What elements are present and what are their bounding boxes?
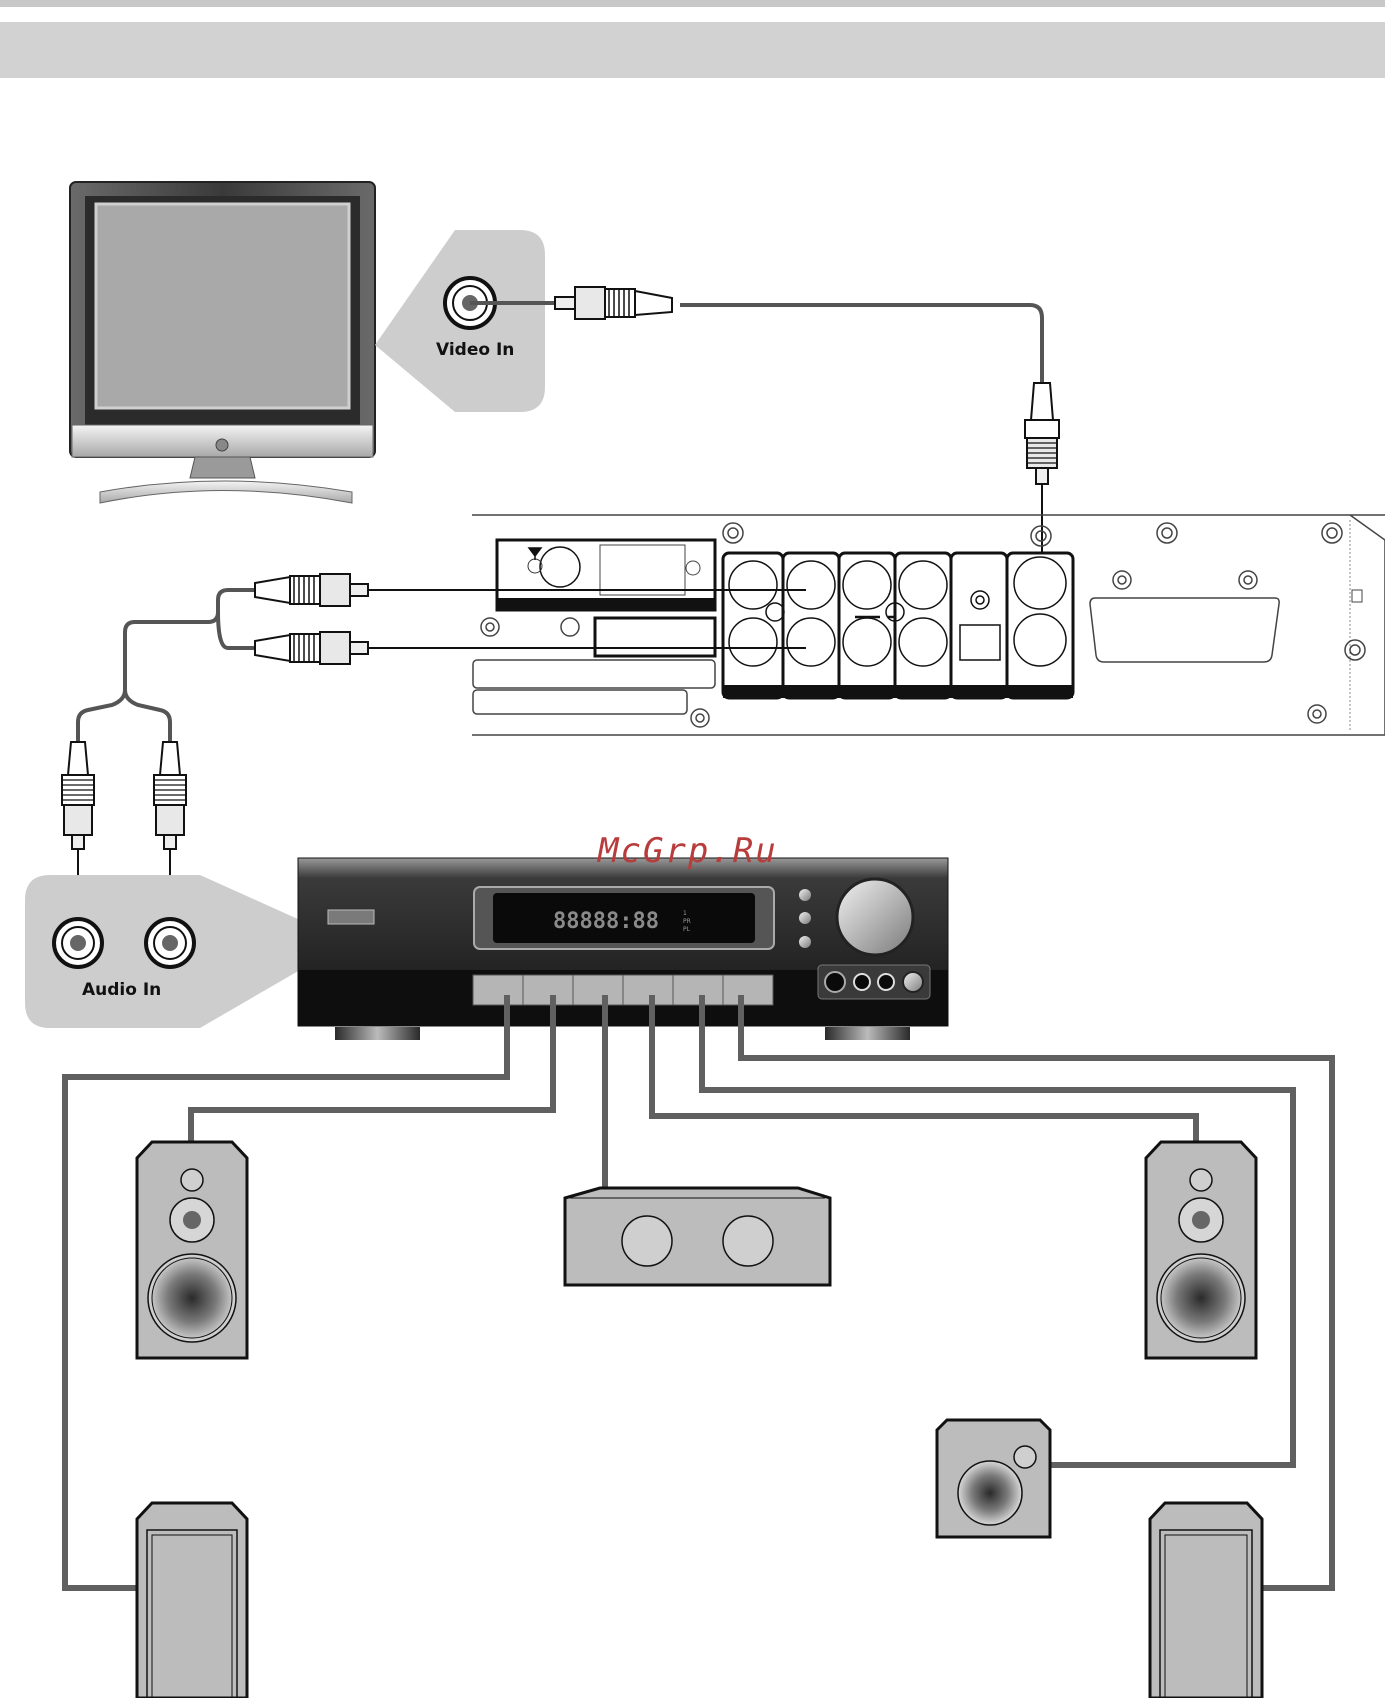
receiver-button-icon	[799, 912, 811, 924]
video-rca-plug-horizontal	[555, 287, 672, 319]
receiver-display-readout: 88888:88	[553, 909, 659, 934]
video-cable	[470, 303, 1042, 385]
speaker-surround-right	[1150, 1503, 1262, 1698]
video-in-label: Video In	[436, 340, 514, 360]
receiver-display-indicator-1: 1	[683, 910, 687, 917]
subwoofer	[937, 1420, 1050, 1537]
tv-power-button-icon	[216, 439, 228, 451]
speaker-front-left	[137, 1142, 247, 1358]
top-rule	[0, 0, 1385, 7]
volume-knob-icon	[837, 879, 913, 955]
receiver-button-icon	[799, 936, 811, 948]
dvd-rear-panel	[472, 515, 1385, 735]
watermark: McGrp.Ru	[597, 831, 778, 871]
audio-in-label: Audio In	[82, 980, 161, 1000]
tv-screen	[96, 204, 349, 408]
wire-surround-left	[65, 995, 507, 1588]
speaker-surround-left	[137, 1503, 247, 1698]
audio-rca-plug-upper	[255, 574, 368, 606]
video-rca-plug-vertical	[1025, 383, 1059, 578]
speaker-wires	[65, 995, 1332, 1588]
receiver-display-indicator-2: PR	[683, 918, 691, 925]
receiver-display-indicator-3: PL	[683, 926, 691, 933]
speaker-center	[565, 1188, 830, 1285]
receiver-button-icon	[799, 889, 811, 901]
tv	[70, 182, 375, 503]
speaker-front-right	[1146, 1142, 1256, 1358]
audio-rca-plug-lower	[255, 632, 368, 664]
av-receiver: 88888:88 1 PR PL	[298, 858, 948, 1040]
header-bar	[0, 22, 1385, 78]
